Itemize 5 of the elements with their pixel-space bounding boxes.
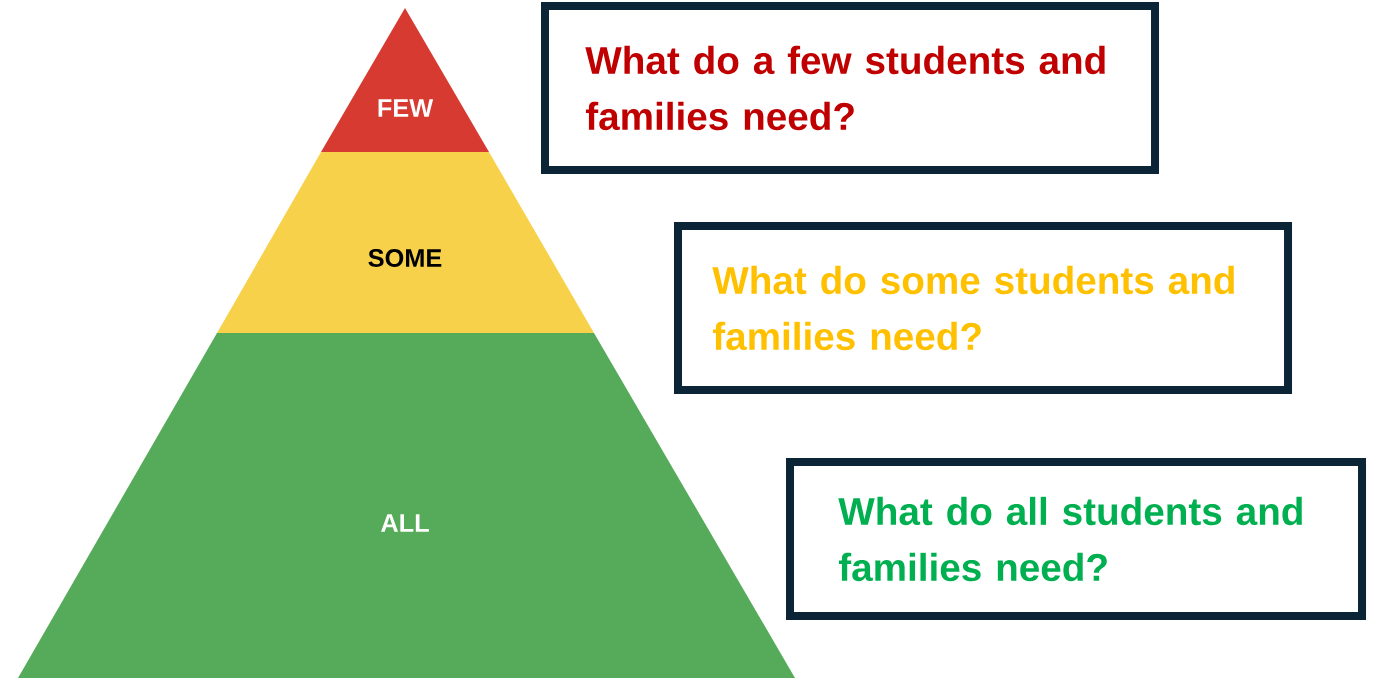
question-box: What do a few students and families need? [541, 2, 1159, 174]
question-box: What do all students and families need? [786, 458, 1366, 620]
pyramid-tier: FEW [321, 8, 489, 152]
question-box: What do some students and families need? [674, 222, 1292, 394]
pyramid-tier: SOME [217, 152, 594, 333]
